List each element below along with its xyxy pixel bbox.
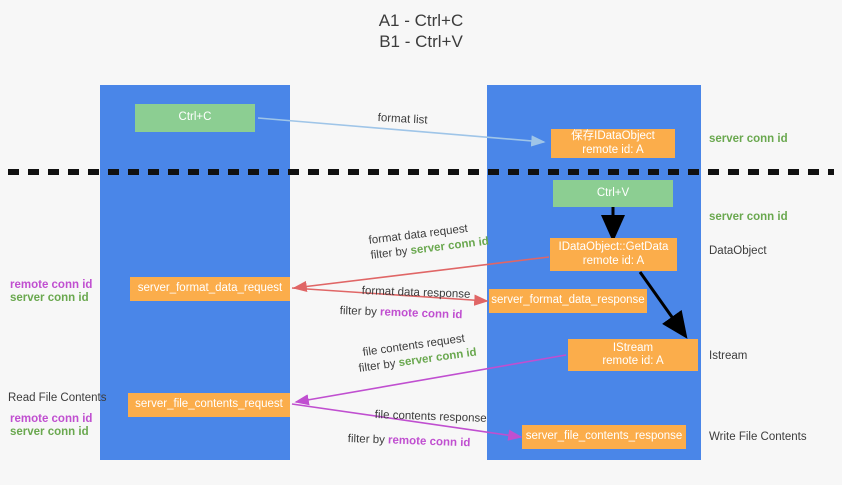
filter-by-label-1: filter by — [370, 245, 412, 262]
node-server-file-contents-request[interactable]: server_file_contents_request — [128, 393, 290, 417]
node-getdata[interactable]: IDataObject::GetData remote id: A — [550, 238, 677, 271]
side-label-remote-conn-id-1: remote conn id — [10, 279, 93, 291]
side-label-istream: Istream — [709, 350, 748, 362]
remote-conn-id-label-2: remote conn id — [387, 434, 471, 450]
annotation-file-contents-response: file contents response — [375, 409, 487, 425]
filter-by-label-2: filter by — [339, 305, 381, 319]
annotation-filter-remote-conn-id-format: filter by remote conn id — [340, 305, 463, 321]
node-server-file-contents-response[interactable]: server_file_contents_response — [522, 425, 686, 449]
annotation-filter-remote-conn-id-file: filter by remote conn id — [348, 433, 471, 449]
node-istream[interactable]: IStream remote id: A — [568, 339, 698, 371]
annotation-format-list: format list — [377, 112, 427, 127]
side-label-server-conn-id-mid: server conn id — [709, 211, 788, 223]
annotation-format-data-response-text: format data response — [361, 285, 471, 301]
side-label-server-conn-id-2: server conn id — [10, 426, 89, 438]
filter-by-label-4: filter by — [347, 433, 389, 447]
annotation-format-list-text: format list — [377, 112, 428, 127]
side-label-dataobject: DataObject — [709, 245, 767, 257]
filter-by-label-3: filter by — [358, 357, 400, 375]
side-label-read-file-contents: Read File Contents — [8, 392, 107, 404]
node-server-format-data-request[interactable]: server_format_data_request — [130, 277, 290, 301]
side-label-remote-conn-id-2: remote conn id — [10, 413, 93, 425]
side-label-write-file-contents: Write File Contents — [709, 431, 807, 443]
node-save-dataobject[interactable]: 保存IDataObject remote id: A — [551, 129, 675, 158]
node-server-format-data-response[interactable]: server_format_data_response — [489, 289, 647, 313]
annotation-file-contents-response-text: file contents response — [374, 409, 487, 425]
node-ctrl-c[interactable]: Ctrl+C — [135, 104, 255, 132]
remote-conn-id-label-1: remote conn id — [379, 306, 463, 322]
side-label-server-conn-id-1: server conn id — [10, 292, 89, 304]
annotation-format-data-response: format data response — [362, 285, 471, 301]
side-label-server-conn-id-top: server conn id — [709, 133, 788, 145]
node-ctrl-v[interactable]: Ctrl+V — [553, 180, 673, 207]
page-title: A1 - Ctrl+C B1 - Ctrl+V — [378, 11, 464, 51]
